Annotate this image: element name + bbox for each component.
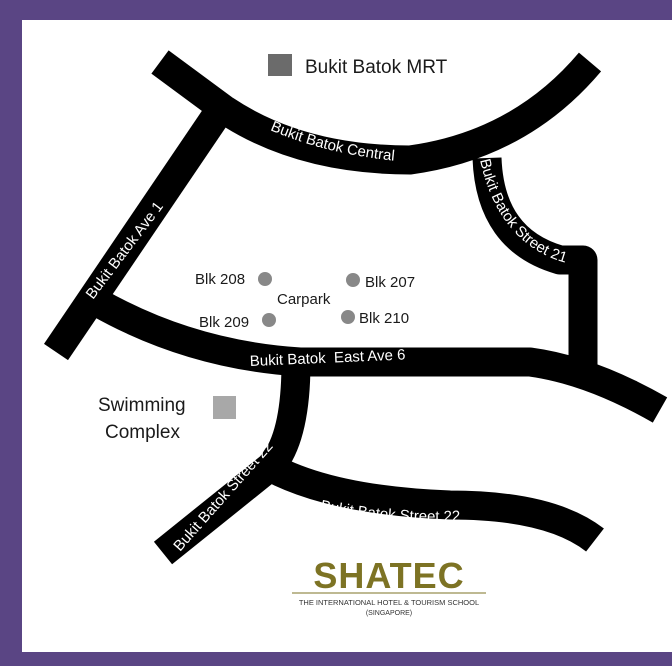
mrt-label: Bukit Batok MRT bbox=[305, 57, 448, 78]
blk-208-label: Blk 208 bbox=[195, 271, 245, 288]
logo-name: SHATEC bbox=[313, 555, 464, 596]
road-bukit-batok-street-22-east bbox=[258, 460, 595, 540]
swimming-complex-label-line1: Swimming bbox=[98, 395, 186, 416]
swimming-complex-icon bbox=[213, 396, 236, 419]
blk-208-icon bbox=[258, 272, 272, 286]
shatec-logo: SHATEC THE INTERNATIONAL HOTEL & TOURISM… bbox=[292, 555, 486, 617]
label-bukit-batok-east-ave-6: Bukit Batok East Ave 6 bbox=[22, 20, 461, 370]
blk-209-label: Blk 209 bbox=[199, 314, 249, 331]
carpark-label: Carpark bbox=[277, 291, 331, 308]
blk-207-label: Blk 207 bbox=[365, 274, 415, 291]
blk-210-icon bbox=[341, 310, 355, 324]
mrt-station-icon bbox=[268, 54, 292, 76]
map-canvas: Bukit Batok Central Bukit Batok Ave 1 Bu… bbox=[22, 20, 672, 652]
blk-207-icon bbox=[346, 273, 360, 287]
map-svg: Bukit Batok Central Bukit Batok Ave 1 Bu… bbox=[22, 20, 672, 617]
swimming-complex-label-line2: Complex bbox=[105, 422, 180, 443]
blk-209-icon bbox=[262, 313, 276, 327]
label-bukit-batok-ave-1: Bukit Batok Ave 1 bbox=[83, 198, 167, 302]
label-bukit-batok-street-22-north: Bukit Batok Street 22 bbox=[170, 438, 276, 555]
logo-subtitle: (SINGAPORE) bbox=[366, 610, 412, 617]
blk-210-label: Blk 210 bbox=[359, 310, 409, 327]
logo-tagline: THE INTERNATIONAL HOTEL & TOURISM SCHOOL bbox=[299, 598, 479, 607]
